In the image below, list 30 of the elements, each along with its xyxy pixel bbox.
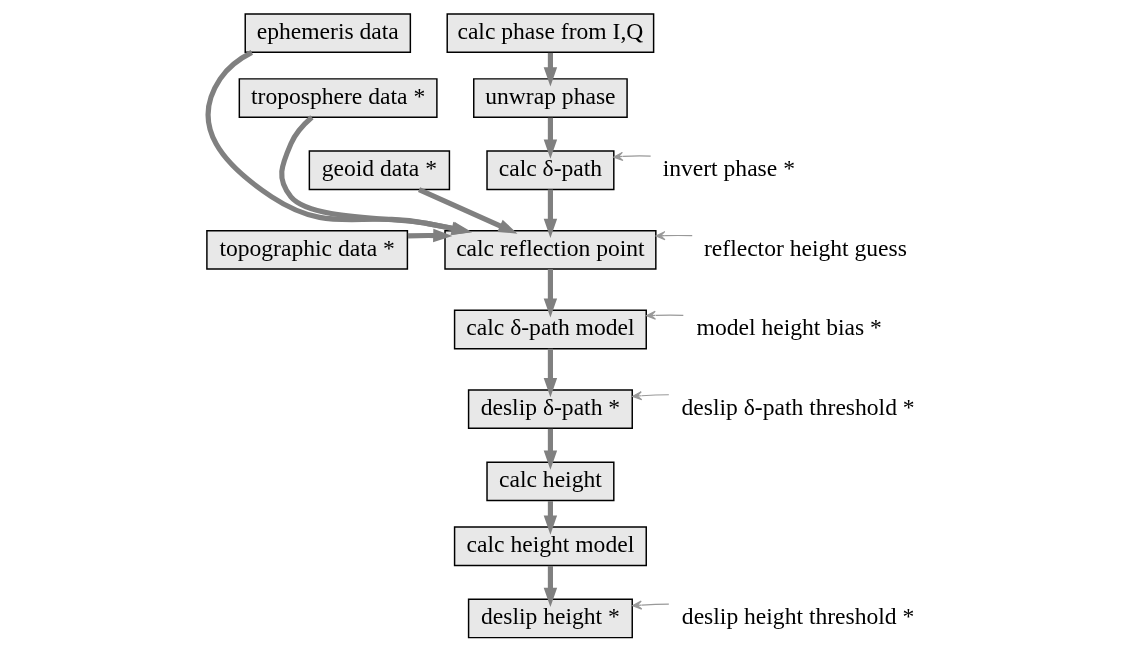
node-box: unwrap phase [473, 78, 628, 118]
node-text: deslip δ-path threshold * [681, 393, 915, 420]
node-box: calc phase from I,Q [446, 13, 655, 54]
arrow [543, 189, 558, 238]
arrow [543, 565, 558, 607]
node-box: deslip height * [467, 598, 633, 639]
node-box: topographic data * [206, 230, 409, 270]
node-box: ephemeris data [244, 13, 412, 54]
node-box: calc height model [453, 526, 647, 567]
node-box: calc reflection point [444, 230, 657, 270]
node-box: calc δ-path [486, 150, 615, 191]
node-box: calc δ-path model [453, 309, 647, 350]
node-box: deslip δ-path * [467, 389, 633, 429]
node-text: model height bias * [696, 314, 882, 341]
arrow [543, 428, 558, 470]
arrow [655, 231, 693, 241]
node-text: reflector height guess [703, 234, 907, 261]
arrow [543, 269, 558, 318]
arrow [632, 391, 670, 401]
arrow [543, 117, 558, 159]
node-box: geoid data * [308, 150, 451, 191]
arrow [543, 348, 558, 398]
arrow [645, 310, 684, 320]
arrow [632, 600, 670, 610]
arrow [407, 228, 453, 243]
node-box: troposphere data * [238, 78, 438, 118]
node-text: invert phase * [662, 154, 795, 181]
node-text: deslip height threshold * [681, 603, 915, 630]
arrow [613, 151, 652, 161]
node-box: calc height [486, 461, 615, 502]
